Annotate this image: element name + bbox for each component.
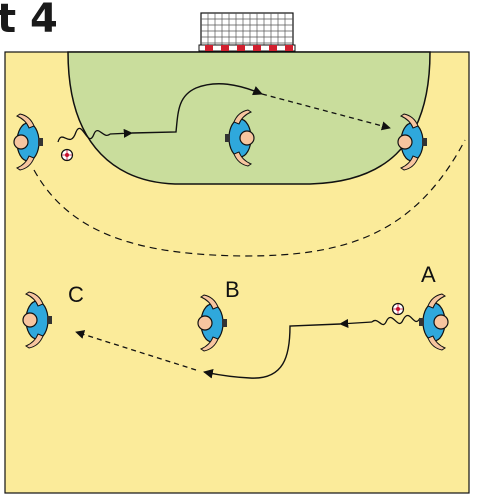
handball-ball-icon: [60, 148, 74, 162]
run-path-center: [131, 83, 263, 134]
goal-area: [67, 51, 431, 185]
run-path-left: [109, 128, 133, 138]
player-label-c: C: [68, 282, 84, 307]
pass-path-bottom: [75, 330, 197, 371]
run-path-b: [203, 323, 341, 379]
player-label-a: A: [421, 262, 436, 287]
pass-path-top: [261, 93, 391, 131]
goal-net-icon: [198, 12, 296, 52]
handball-ball-icon: [391, 302, 405, 316]
drill-title: t 4: [0, 0, 58, 42]
run-path-a: [339, 318, 373, 329]
player-label-b: B: [225, 277, 240, 302]
dribble-path-a: [371, 314, 421, 326]
dribble-path-left: [57, 127, 111, 143]
